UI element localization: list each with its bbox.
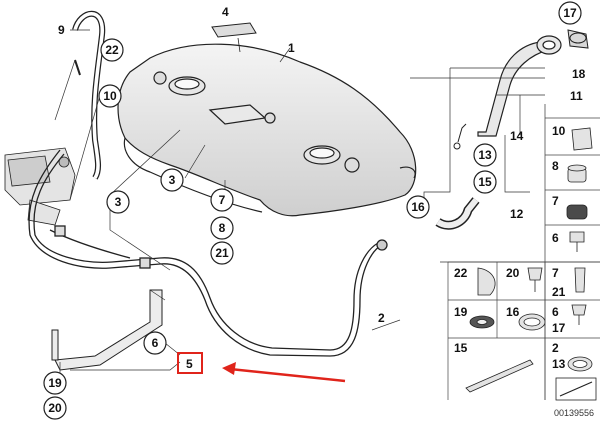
reference-number: 00139556: [553, 408, 594, 418]
callout-17: 17: [563, 6, 577, 20]
callout-3-left: 3: [115, 195, 122, 209]
label-9: 9: [58, 23, 65, 37]
label-11: 11: [570, 89, 583, 103]
left-fuel-pump-assembly: [4, 147, 76, 226]
grid-6-small: 6: [552, 305, 559, 319]
grid-6: 6: [552, 231, 559, 245]
label-5: 5: [186, 357, 193, 371]
callout-numbers: 17 22 10 3 3 7 8 21 13 15 16 19 20 6 18: [48, 6, 585, 415]
callout-16: 16: [411, 200, 425, 214]
label-18: 18: [572, 67, 586, 81]
callout-15: 15: [478, 175, 492, 189]
callout-19: 19: [48, 376, 62, 390]
grid-13: 13: [552, 357, 566, 371]
grid-20: 20: [506, 266, 520, 280]
plain-labels: 1 2 4 9 11 12 14 5: [58, 5, 583, 371]
callout-20: 20: [48, 401, 62, 415]
callout-7: 7: [219, 193, 226, 207]
parts-kit-grid: [465, 127, 597, 401]
callout-13: 13: [478, 148, 492, 162]
callout-6: 6: [152, 336, 159, 350]
parts-grid-lines: [447, 117, 600, 400]
grid-16: 16: [506, 305, 520, 319]
grid-21: 21: [552, 285, 566, 299]
callouts: [43, 1, 582, 420]
grid-2: 2: [552, 341, 559, 355]
callout-3-center: 3: [169, 173, 176, 187]
part-11-filler-neck: [477, 35, 562, 137]
fuel-tank: [117, 43, 417, 217]
parts-grid-numbers: 10 8 7 6 22 20 7 21 19 16 6 17 15 2 13: [454, 124, 566, 371]
part-14-vent-valve: [453, 123, 467, 150]
fuel-lines: [28, 149, 388, 357]
highlight-arrow: [222, 362, 346, 383]
callout-22: 22: [105, 43, 119, 57]
part-5-tank-strap: [51, 289, 163, 371]
part-16-hose: [435, 197, 480, 230]
part-9-vent-hose: [72, 10, 106, 180]
grid-10: 10: [552, 124, 566, 138]
grid-15: 15: [454, 341, 468, 355]
label-12: 12: [510, 207, 524, 221]
part-18-filler-cap: [567, 29, 589, 49]
label-14: 14: [510, 129, 524, 143]
grid-8: 8: [552, 159, 559, 173]
grid-7: 7: [552, 194, 559, 208]
grid-19: 19: [454, 305, 468, 319]
callout-10: 10: [103, 89, 117, 103]
callout-8: 8: [219, 221, 226, 235]
grid-7-small: 7: [552, 266, 559, 280]
highlight-box-5: [177, 352, 203, 374]
label-4: 4: [222, 5, 229, 19]
grid-17: 17: [552, 321, 566, 335]
part-4-pad: [211, 22, 257, 53]
label-2: 2: [378, 311, 385, 325]
callout-21: 21: [215, 246, 229, 260]
grid-22: 22: [454, 266, 468, 280]
label-1: 1: [288, 41, 295, 55]
